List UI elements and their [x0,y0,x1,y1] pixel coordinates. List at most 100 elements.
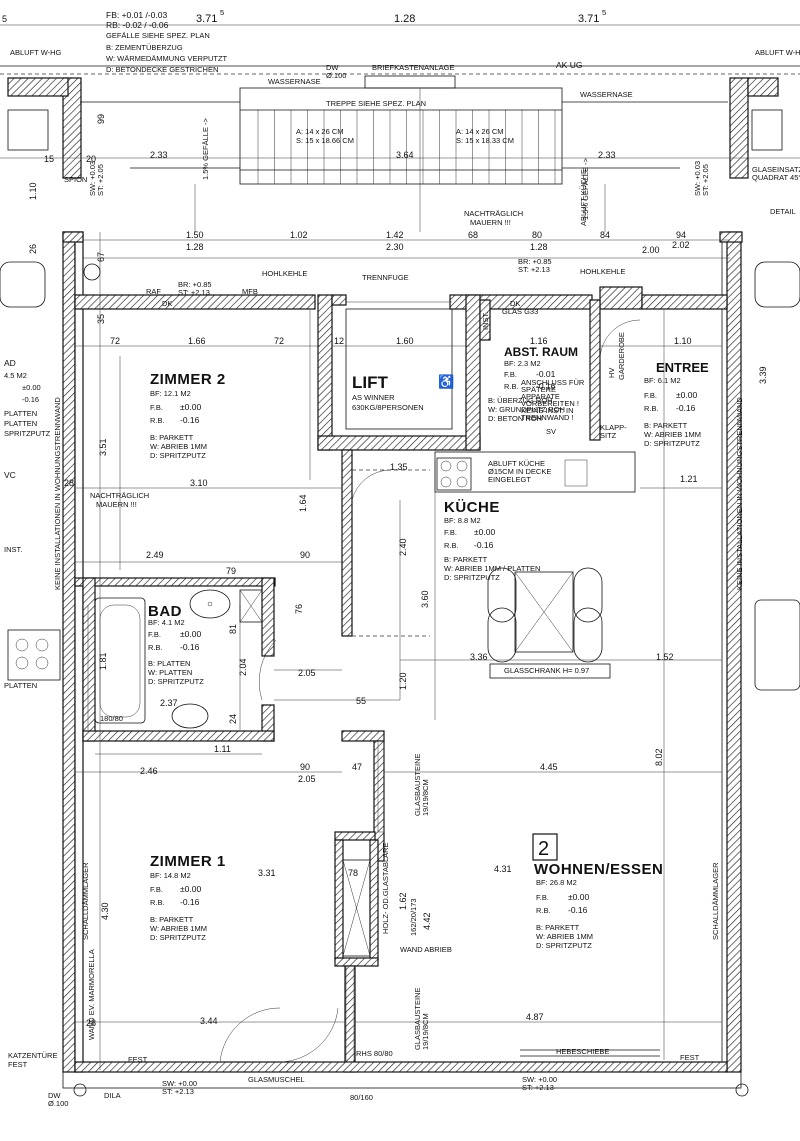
left-wc: VC [4,470,16,480]
dim-99: 99 [96,114,106,124]
sw-bottom-right: SW: +0.00 [522,1075,557,1084]
dim-249: 2.49 [146,550,164,560]
glasbausteine-bottom-size: 19/19/8CM [421,1013,430,1050]
room-name: WOHNEN/ESSEN [534,861,663,878]
dim-202: 2.02 [672,240,690,250]
quadrat: QUADRAT 45° DF [752,173,800,182]
dim-128b: 1.28 [530,242,548,252]
dim-233-right: 2.33 [598,150,616,160]
room-fb-value: ±0.00 [676,390,697,400]
room-fb-label: F.B. [536,893,549,902]
stair-left-a: A: 14 x 26 CM [296,127,344,136]
fest-left: FEST [8,1060,28,1069]
anschluss-2: SPÄTERE [521,385,556,394]
dim-20: 20 [86,154,96,164]
rhs-label: RHS 80/80 [356,1049,393,1058]
room-name: KÜCHE [444,499,500,516]
room-fb-value: ±0.00 [180,884,201,894]
room-lift: LIFT ♿ AS WINNER 630KG/8PERSONEN [352,373,454,412]
room-fb-label: F.B. [150,403,163,412]
glaseinsatz: GLASEINSATZ [752,165,800,174]
eingelegt: EINGELEGT [488,475,531,484]
room-area: BF: 8.8 M2 [444,516,481,525]
klapp-2: SITZ [600,431,617,440]
room-area: BF: 2.3 M2 [504,359,541,368]
hohlkehle-right: HOHLKEHLE [580,267,625,276]
room-number: 2 [538,838,549,860]
room-fb-label: F.B. [150,885,163,894]
left-room-platten2: PLATTEN [4,419,37,428]
dim-94: 94 [676,230,686,240]
dim-204: 2.04 [238,658,248,676]
stair-right-s: S: 15 x 18.33 CM [456,136,514,145]
dim-15: 15 [44,154,54,164]
dimension-lines [0,24,800,1070]
dw-top-dia: Ø.100 [326,71,346,80]
wassernase-right: WASSERNASE [580,90,633,99]
room-wohnen-essen: 2 WOHNEN/ESSEN BF: 26.8 M2 F.B. ±0.00 R.… [532,833,663,950]
detail: DETAIL [770,207,796,216]
dim-233-left: 2.33 [150,150,168,160]
keine-inst-left: KEINE INSTALLATIONEN IN WOHNUNGSTRENNWAN… [53,397,62,590]
room-wand: W: ABRIEB 1MM [644,430,701,439]
dim-102: 1.02 [290,230,308,240]
wand-marmorella: WAND EV. MARMORELLA [87,949,96,1040]
walls [7,77,779,1073]
dk-left: DK [162,299,172,308]
dim-336: 3.36 [470,652,488,662]
room-rb-value: -0.16 [568,905,588,915]
dim-55: 55 [356,696,366,706]
room-fb-label: F.B. [148,630,161,639]
dim-237: 2.37 [160,698,178,708]
room-fb-value: ±0.00 [568,892,589,902]
dim-81: 81 [228,624,238,634]
st-bottom-right: ST: +2.13 [522,1083,554,1092]
misc-labels: BR: +0.85 ST: +2.13 BR: +0.85 ST: +2.13 … [4,257,744,1108]
dim-76: 76 [294,604,304,614]
left-room-name: AD [4,358,16,368]
glasbausteine-top: GLASBAUSTEINE [413,753,422,816]
dim-166: 1.66 [188,336,206,346]
sv-label: SV [546,427,556,436]
room-fb-value: -0.01 [536,369,556,379]
dim-78: 78 [348,868,358,878]
dim-120: 1.20 [398,672,408,690]
room-name: ABST. RAUM [504,345,578,359]
spion-left: SPION [64,175,87,184]
room-rb-label: R.B. [504,382,519,391]
dim-top-mid: 1.28 [394,13,415,25]
anschluss-3: APPARATE [521,392,560,401]
dim-111: 1.11 [214,744,231,754]
dim-162-20-173: 162/20/173 [409,898,418,936]
top-decke: D: BETONDECKE GESTRICHEN [106,65,218,74]
room-name: ZIMMER 2 [150,371,226,388]
room-belag: B: PARKETT [150,915,194,924]
trennfuge: TRENNFUGE [362,273,409,282]
glasbausteine-top-size: 19/19/8CM [421,779,430,816]
dim-331: 3.31 [258,868,276,878]
wheelchair-icon: ♿ [438,374,454,389]
holz-tablare: HOLZ- OD.GLASTABLARE [381,842,390,934]
room-abst-raum: ABST. RAUM BF: 2.3 M2 F.B. -0.01 R.B. -0… [488,345,578,423]
fest-mid: FEST [128,1055,148,1064]
anschluss-5: KEINE INST. IN [521,406,574,415]
dim-72b: 72 [274,336,284,346]
room-fb-label: F.B. [504,370,517,379]
garderobe-label: GARDEROBE [617,332,626,380]
dim-487: 4.87 [526,1012,544,1022]
dim-240: 2.40 [398,538,408,556]
dim-230: 2.30 [386,242,404,252]
room-fb-value: ±0.00 [180,629,201,639]
bathtub-size: 180/80 [100,714,123,723]
einlage: Ø15CM IN DECKE [488,467,551,476]
dim-445: 4.45 [540,762,558,772]
room-fb-value: ±0.00 [474,527,495,537]
dk-right: DK [510,299,520,308]
room-rb-value: -0.16 [676,403,696,413]
left-room-rb: -0.16 [22,395,39,404]
raf-label: RAF [146,287,161,296]
room-belag: B: PARKETT [444,555,488,564]
briefkasten-label: BRIEFKASTENANLAGE [372,63,455,72]
mauern-mid: MAUERN !!! [96,500,137,509]
dim-351: 3.51 [98,438,108,456]
